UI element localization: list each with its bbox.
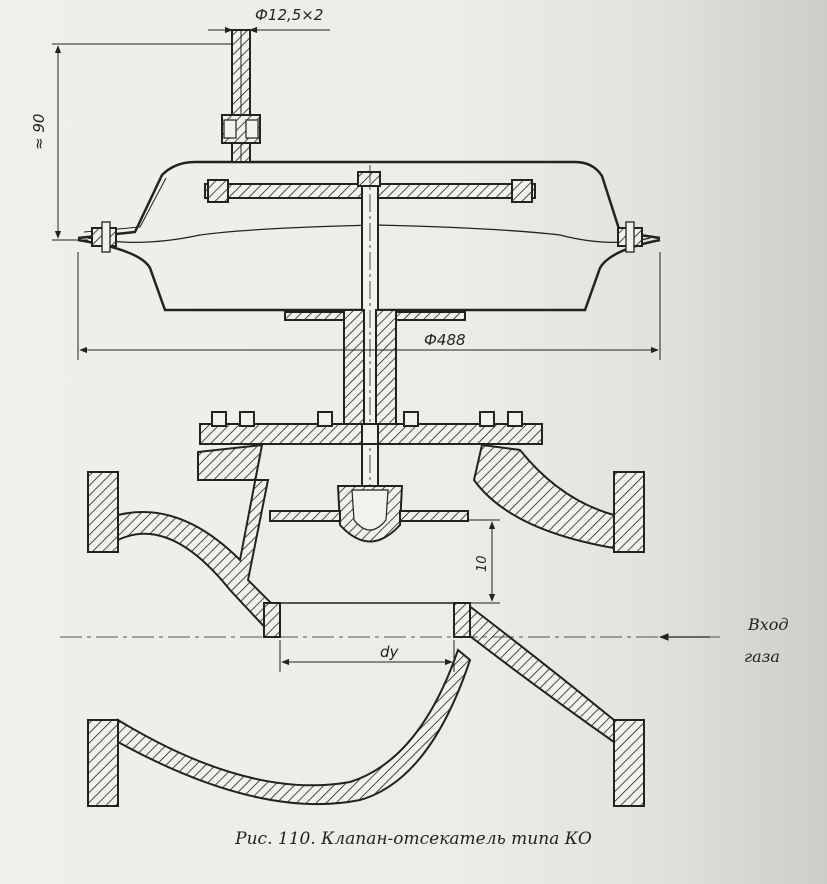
dim-stroke: 10 [475,555,490,572]
dim-height: ≈ 90 [30,114,48,150]
label-inlet-line1: Вход [747,615,789,634]
dim-nominal: dy [380,643,400,661]
dim-lines [52,26,661,672]
right-flange [613,471,645,807]
figure-caption: Рис. 110. Клапан-отсекатель типа КО [235,829,592,849]
dim-stem-pipe: Ф12,5×2 [255,6,323,24]
body-upper-right [472,443,615,550]
label-inlet-line2: газа [744,647,780,666]
dim-diameter: Ф488 [424,331,466,349]
body-partition [453,604,615,744]
supply-pipe [221,29,261,163]
bonnet-flange [199,423,543,445]
valve-seat [263,602,471,638]
stem-guide [343,309,397,439]
flange-clamps [91,221,643,253]
body-upper-left [117,443,280,638]
left-flange [87,471,119,807]
valve-plug [269,485,469,543]
bonnet-bolts [211,411,523,427]
body-lower [117,648,472,806]
